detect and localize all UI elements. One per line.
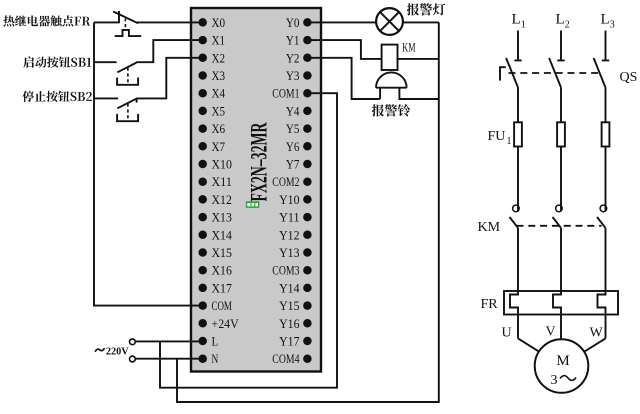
svg-text:Y13: Y13 <box>279 245 299 260</box>
svg-text:3: 3 <box>610 20 615 31</box>
svg-text:COM4: COM4 <box>272 351 300 366</box>
svg-text:KM: KM <box>402 41 415 55</box>
svg-text:V: V <box>546 325 556 340</box>
svg-text:Y3: Y3 <box>286 68 300 83</box>
svg-text:X16: X16 <box>212 263 233 278</box>
svg-text:X6: X6 <box>212 121 226 136</box>
svg-text:COM3: COM3 <box>272 263 299 278</box>
svg-text:Y10: Y10 <box>279 192 299 207</box>
svg-text:X14: X14 <box>212 227 233 242</box>
svg-text:X3: X3 <box>212 68 226 83</box>
svg-text:X13: X13 <box>212 210 232 225</box>
svg-text:Y4: Y4 <box>286 103 300 118</box>
svg-text:X12: X12 <box>212 192 232 207</box>
svg-text:L: L <box>556 12 565 28</box>
svg-text:Y1: Y1 <box>286 33 300 48</box>
svg-text:X2: X2 <box>212 50 226 65</box>
svg-text:KM: KM <box>478 220 501 235</box>
svg-text:Y12: Y12 <box>279 227 299 242</box>
svg-text:Y15: Y15 <box>279 298 299 313</box>
svg-text:1: 1 <box>507 136 512 147</box>
svg-text:1: 1 <box>521 20 526 31</box>
svg-text:Y11: Y11 <box>279 210 299 225</box>
svg-text:Y6: Y6 <box>286 139 300 154</box>
svg-text:U: U <box>502 326 512 341</box>
svg-text:Y5: Y5 <box>286 121 300 136</box>
svg-text:FR: FR <box>481 297 499 312</box>
svg-text:COM: COM <box>212 298 233 313</box>
svg-text:Y7: Y7 <box>286 157 300 172</box>
svg-text:QS: QS <box>620 70 638 85</box>
svg-text:N: N <box>212 351 219 366</box>
svg-text:FU: FU <box>488 129 506 144</box>
svg-text:X10: X10 <box>212 157 232 172</box>
svg-text:L: L <box>512 12 521 28</box>
svg-text:COM1: COM1 <box>272 86 299 101</box>
svg-text:FX2N–32MR: FX2N–32MR <box>246 122 271 201</box>
svg-text:2: 2 <box>565 20 570 31</box>
svg-text:Y17: Y17 <box>279 334 300 349</box>
svg-text:X5: X5 <box>212 103 226 118</box>
svg-text:X17: X17 <box>212 280 233 295</box>
svg-text:X1: X1 <box>212 33 226 48</box>
svg-text:W: W <box>590 326 604 341</box>
svg-text:M: M <box>556 353 569 369</box>
svg-text:L: L <box>601 12 610 28</box>
svg-text:X7: X7 <box>212 139 226 154</box>
svg-text:COM2: COM2 <box>272 174 299 189</box>
svg-text:L: L <box>212 334 219 349</box>
svg-text:X15: X15 <box>212 245 232 260</box>
svg-text:X0: X0 <box>212 15 226 30</box>
svg-text:220V: 220V <box>106 346 129 358</box>
svg-text:X4: X4 <box>212 86 226 101</box>
svg-text:3: 3 <box>551 373 558 388</box>
svg-text:Y14: Y14 <box>279 280 300 295</box>
svg-text:Y0: Y0 <box>286 15 300 30</box>
svg-text:Y16: Y16 <box>279 316 300 331</box>
svg-text:+24V: +24V <box>212 316 240 331</box>
svg-text:Y2: Y2 <box>286 50 300 65</box>
svg-text:X11: X11 <box>212 174 232 189</box>
